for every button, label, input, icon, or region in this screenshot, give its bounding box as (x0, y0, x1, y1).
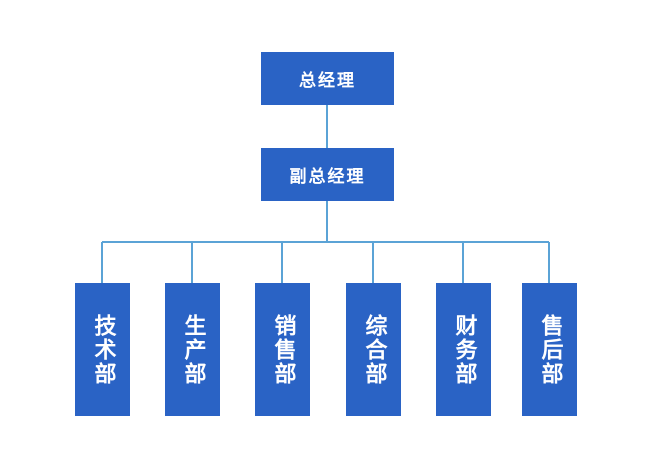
department-node-after-sales: 售后部 (522, 283, 577, 416)
department-label: 综合部 (361, 313, 387, 386)
department-label: 财务部 (451, 313, 477, 386)
department-label: 生产部 (180, 313, 206, 386)
deputy-general-manager-node: 副总经理 (261, 148, 394, 201)
department-label: 销售部 (270, 313, 296, 386)
department-node-general-affairs: 综合部 (346, 283, 401, 416)
deputy-general-manager-label: 副总经理 (289, 167, 366, 187)
department-node-tech: 技术部 (75, 283, 130, 416)
department-node-sales: 销售部 (255, 283, 310, 416)
general-manager-node: 总经理 (261, 52, 394, 105)
general-manager-label: 总经理 (299, 71, 356, 91)
department-label: 售后部 (537, 313, 563, 386)
department-node-production: 生产部 (165, 283, 220, 416)
department-node-finance: 财务部 (436, 283, 491, 416)
department-label: 技术部 (90, 313, 116, 386)
